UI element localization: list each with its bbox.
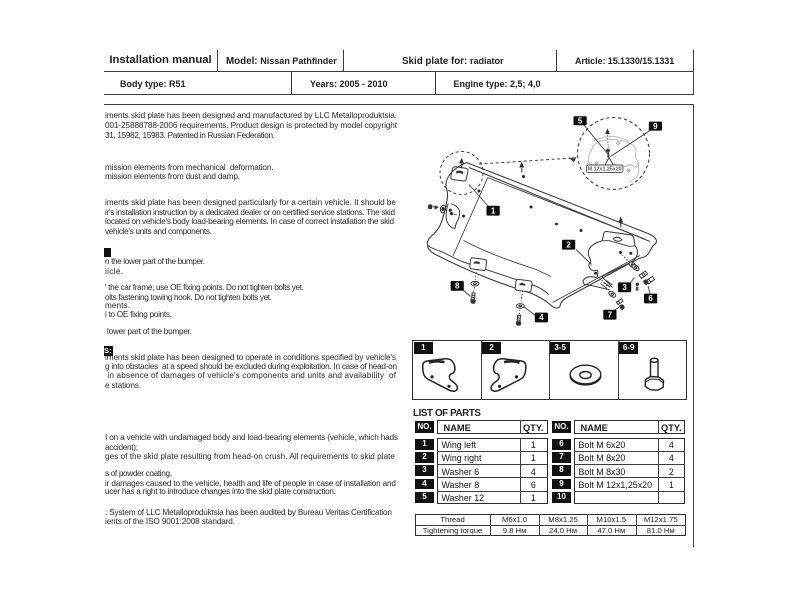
svg-text:5: 5 bbox=[578, 116, 583, 125]
svg-text:9: 9 bbox=[653, 122, 658, 131]
svg-text:7: 7 bbox=[608, 310, 613, 319]
svg-text:M 12x1,25x20: M 12x1,25x20 bbox=[588, 167, 622, 173]
svg-text:1: 1 bbox=[491, 206, 496, 215]
svg-text:6: 6 bbox=[648, 294, 653, 303]
svg-text:4: 4 bbox=[539, 313, 544, 322]
svg-text:8: 8 bbox=[455, 282, 460, 291]
svg-text:3: 3 bbox=[622, 283, 627, 292]
svg-text:2: 2 bbox=[566, 240, 571, 249]
